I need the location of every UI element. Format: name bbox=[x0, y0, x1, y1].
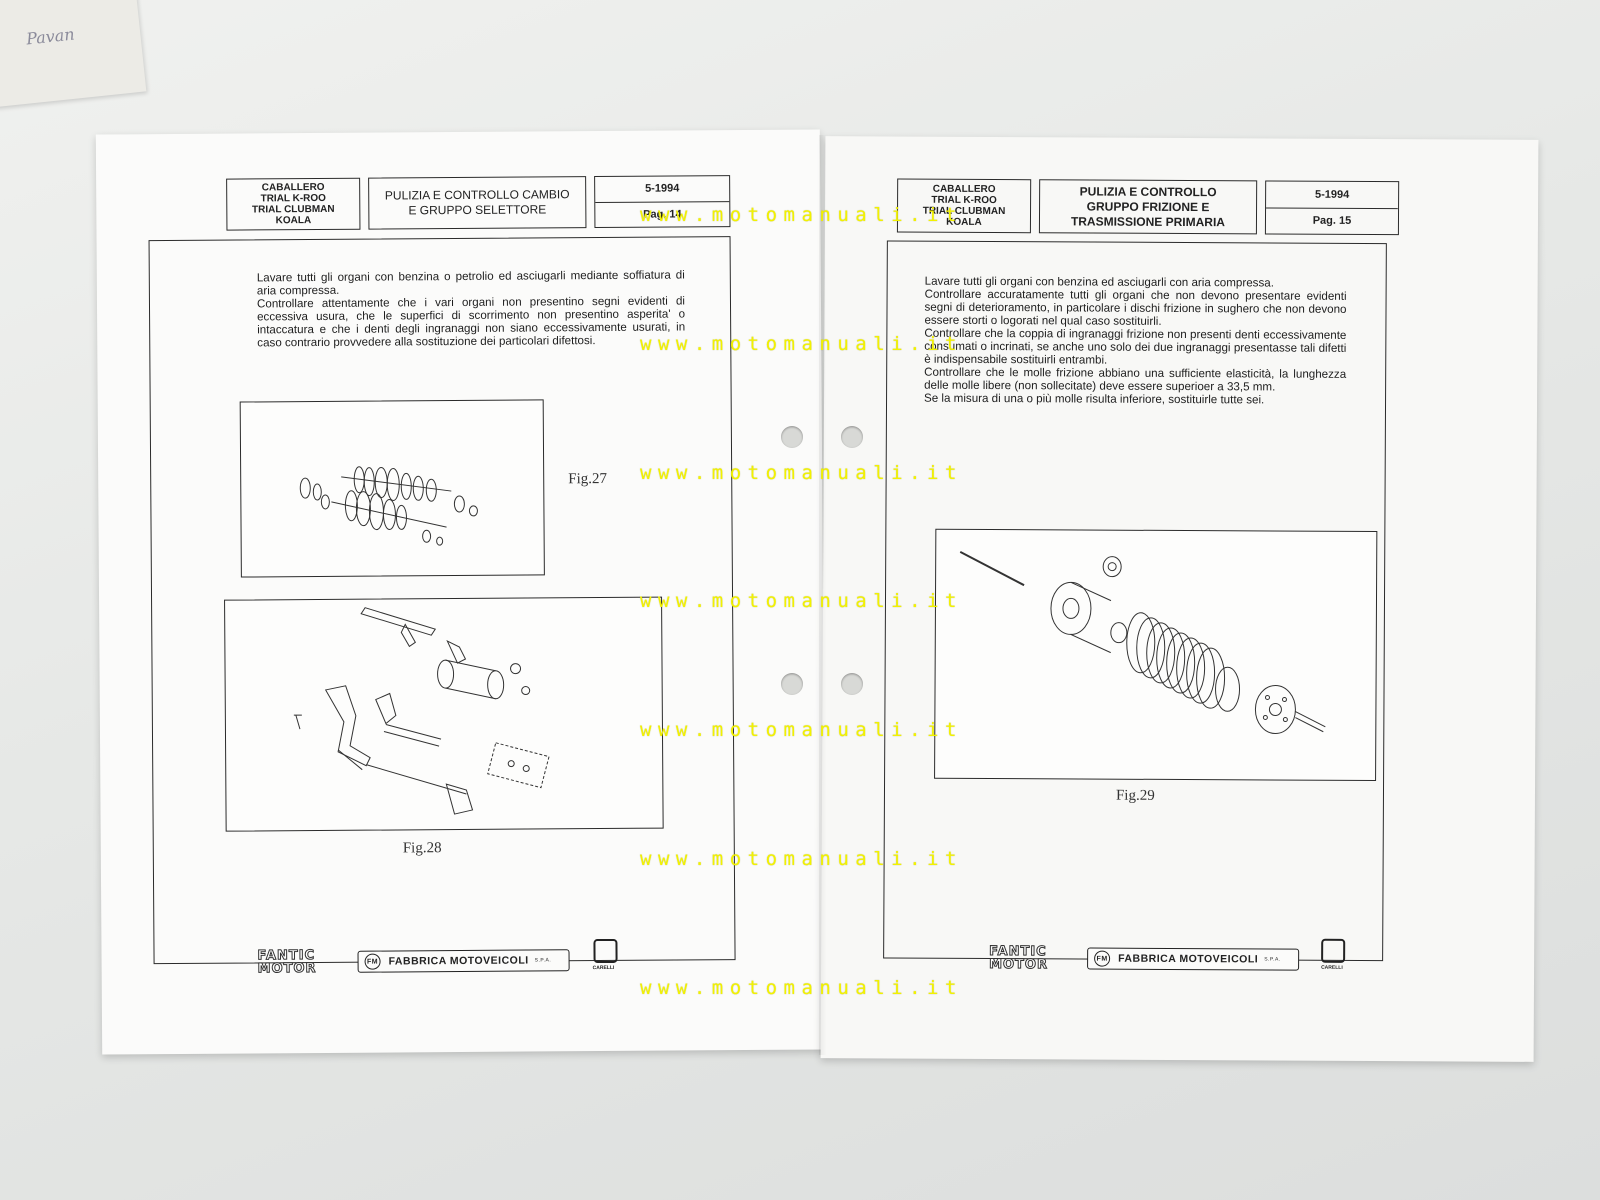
date-value: 5-1994 bbox=[1314, 188, 1350, 201]
punch-hole bbox=[841, 673, 863, 695]
fabbrica-motoveicoli-badge: FM FABBRICA MOTOVEICOLI S.P.A. bbox=[1087, 947, 1300, 971]
paragraph: Lavare tutti gli organi con benzina o pe… bbox=[256, 268, 685, 298]
carelli-label: CARELLI bbox=[592, 964, 615, 972]
motor-logo-text: MOTOR bbox=[257, 961, 317, 977]
clutch-plates bbox=[1126, 612, 1226, 709]
model-line: KOALA bbox=[275, 215, 312, 227]
punch-hole bbox=[781, 673, 803, 695]
figure-27-box bbox=[239, 399, 545, 578]
left-models-box: CABALLERO TRIAL K-ROO TRIAL CLUBMAN KOAL… bbox=[226, 177, 361, 231]
page-title-line: GRUPPO FRIZIONE E bbox=[1086, 199, 1210, 214]
scrap-handwriting: Pavan bbox=[25, 24, 76, 49]
carelli-logo-icon bbox=[593, 938, 618, 964]
center-fold bbox=[819, 135, 827, 1055]
clutch-assembly-illustration bbox=[959, 550, 1326, 735]
fabbrica-label: FABBRICA MOTOVEICOLI bbox=[1118, 952, 1259, 966]
paragraph: Controllare attentamente che i vari orga… bbox=[256, 294, 686, 350]
right-page: CABALLERO TRIAL K-ROO TRIAL CLUBMAN KOAL… bbox=[820, 136, 1539, 1062]
fm-logo-icon: FM bbox=[1094, 950, 1111, 967]
left-body-text: Lavare tutti gli organi con benzina o pe… bbox=[257, 268, 686, 349]
paragraph: Controllare che la coppia di ingranaggi … bbox=[924, 326, 1347, 367]
watermark: www.motomanuali.it bbox=[640, 719, 963, 741]
gear-set-lower bbox=[344, 490, 407, 531]
figure-28-box bbox=[224, 596, 664, 832]
carelli-logo-icon bbox=[1321, 938, 1346, 963]
pressure-plate bbox=[1254, 685, 1296, 735]
model-line: CABALLERO bbox=[261, 181, 325, 194]
punch-hole bbox=[841, 426, 863, 448]
watermark: www.motomanuali.it bbox=[640, 462, 963, 484]
gear-set-upper bbox=[353, 466, 437, 502]
watermark: www.motomanuali.it bbox=[640, 977, 963, 999]
motor-logo-text: MOTOR bbox=[989, 957, 1049, 973]
spa-label: S.P.A. bbox=[1264, 956, 1281, 963]
paragraph: Controllare accuratamente tutti gli orga… bbox=[924, 287, 1347, 328]
date-value: 5-1994 bbox=[645, 182, 680, 195]
page-number: Pag. 15 bbox=[1265, 206, 1399, 235]
fabbrica-label: FABBRICA MOTOVEICOLI bbox=[388, 954, 529, 968]
watermark: www.motomanuali.it bbox=[640, 333, 963, 355]
figure-28-label: Fig.28 bbox=[402, 840, 442, 857]
right-title-box: PULIZIA E CONTROLLO GRUPPO FRIZIONE E TR… bbox=[1038, 179, 1258, 235]
background-paper-scrap: Pavan bbox=[0, 0, 147, 109]
paragraph: Se la misura di una o più molle risulta … bbox=[924, 391, 1265, 407]
right-date-box: 5-1994 Pag. 15 bbox=[1264, 180, 1400, 236]
left-title-box: PULIZIA E CONTROLLO CAMBIO E GRUPPO SELE… bbox=[368, 176, 587, 230]
right-body-text: Lavare tutti gli organi con benzina ed a… bbox=[924, 275, 1347, 407]
model-line: TRIAL CLUBMAN bbox=[251, 203, 335, 216]
figure-29-box bbox=[934, 528, 1378, 782]
gear-selector-illustration bbox=[293, 607, 550, 815]
figure-29-label: Fig.29 bbox=[1115, 787, 1155, 804]
watermark: www.motomanuali.it bbox=[640, 590, 963, 612]
fantic-motor-logo: FANTIC MOTOR bbox=[257, 948, 317, 977]
page-title-line: PULIZIA E CONTROLLO CAMBIO bbox=[384, 187, 570, 203]
left-page: CABALLERO TRIAL K-ROO TRIAL CLUBMAN KOAL… bbox=[95, 129, 827, 1055]
page-title-line: PULIZIA E CONTROLLO bbox=[1079, 183, 1217, 199]
figure-27-label: Fig.27 bbox=[568, 470, 608, 488]
fabbrica-motoveicoli-badge: FM FABBRICA MOTOVEICOLI S.P.A. bbox=[357, 949, 570, 973]
paragraph: Controllare che le molle frizione abbian… bbox=[924, 365, 1347, 394]
model-line: TRIAL K-ROO bbox=[260, 192, 326, 205]
watermark: www.motomanuali.it bbox=[640, 204, 963, 226]
fm-logo-icon: FM bbox=[364, 953, 381, 970]
fantic-motor-logo: FANTIC MOTOR bbox=[989, 944, 1049, 973]
carelli-label: CARELLI bbox=[1321, 964, 1343, 971]
selector-drum bbox=[437, 659, 505, 700]
page-title-line: TRASMISSIONE PRIMARIA bbox=[1070, 213, 1226, 229]
watermark: www.motomanuali.it bbox=[640, 848, 963, 870]
clutch-basket bbox=[1050, 581, 1112, 654]
gearbox-shafts-illustration bbox=[299, 466, 478, 546]
page-title-line: E GRUPPO SELETTORE bbox=[408, 202, 547, 218]
spa-label: S.P.A. bbox=[534, 957, 552, 964]
model-line: CABALLERO bbox=[932, 183, 996, 196]
punch-hole bbox=[781, 426, 803, 448]
